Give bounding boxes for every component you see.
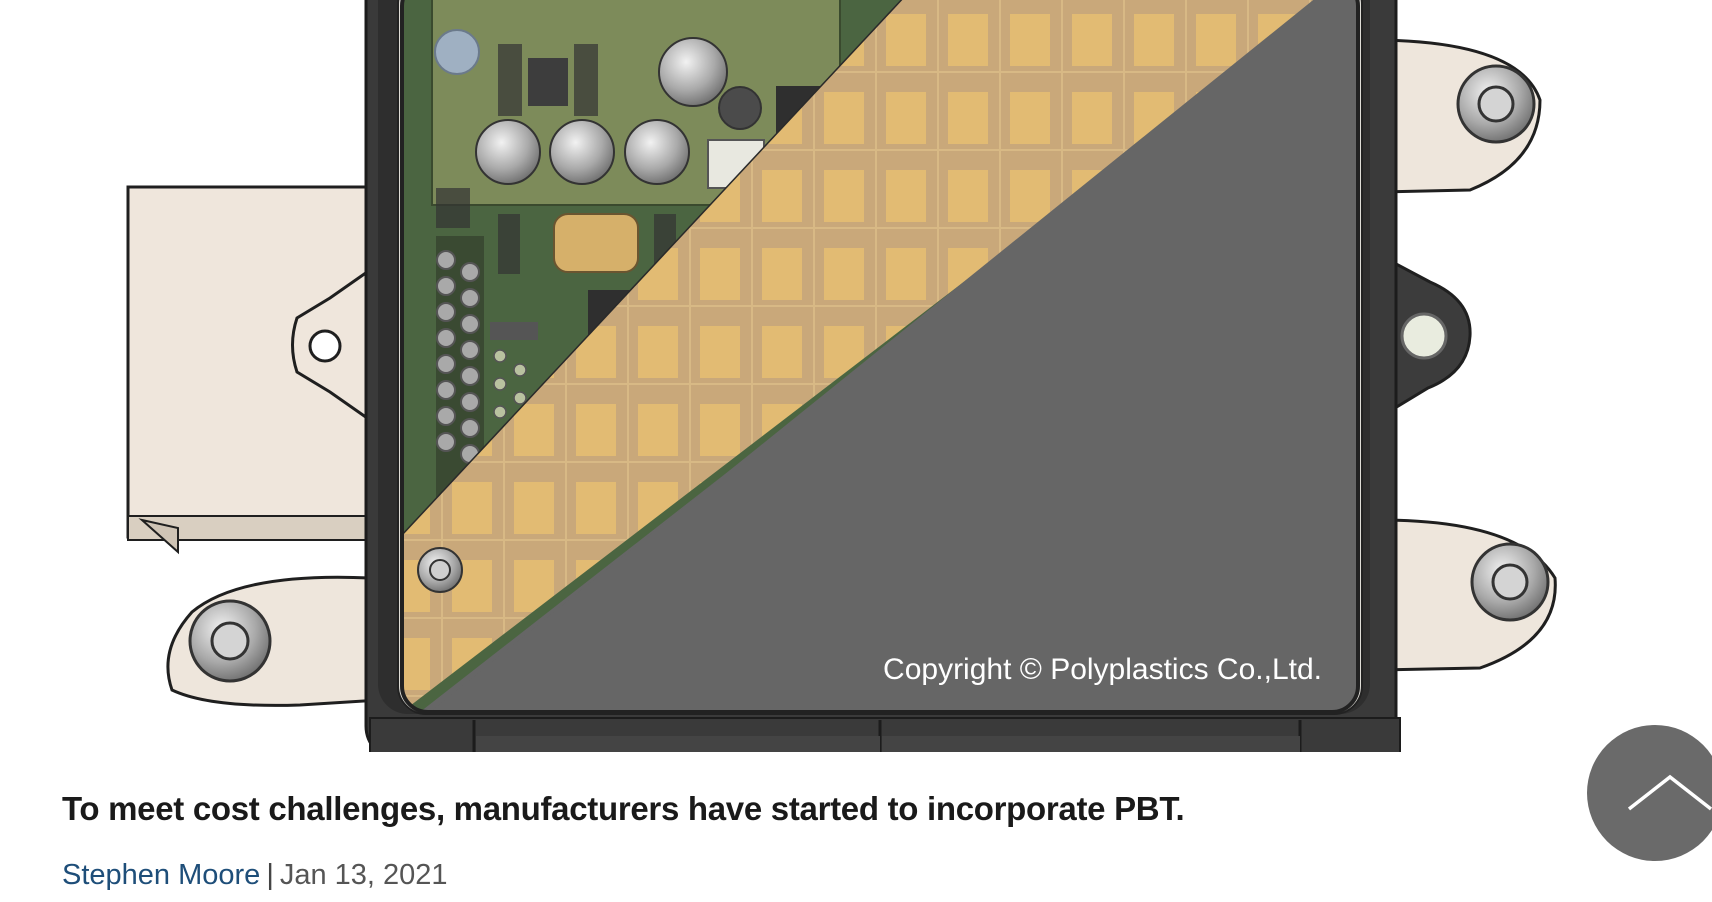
hero-image: Copyright © Polyplastics Co.,Ltd. [126, 0, 1557, 752]
scroll-to-top-button[interactable] [1587, 725, 1712, 861]
author-link[interactable]: Stephen Moore [62, 859, 261, 891]
ecu-housing-illustration: Copyright © Polyplastics Co.,Ltd. [126, 0, 1557, 752]
publish-date: Jan 13, 2021 [279, 859, 448, 891]
article-byline: Stephen Moore|Jan 13, 2021 [62, 859, 448, 892]
chevron-up-icon [1627, 774, 1712, 811]
copyright-text: Copyright © Polyplastics Co.,Ltd. [883, 653, 1322, 686]
byline-separator: | [266, 859, 274, 891]
article-headline[interactable]: To meet cost challenges, manufacturers h… [62, 790, 1185, 827]
